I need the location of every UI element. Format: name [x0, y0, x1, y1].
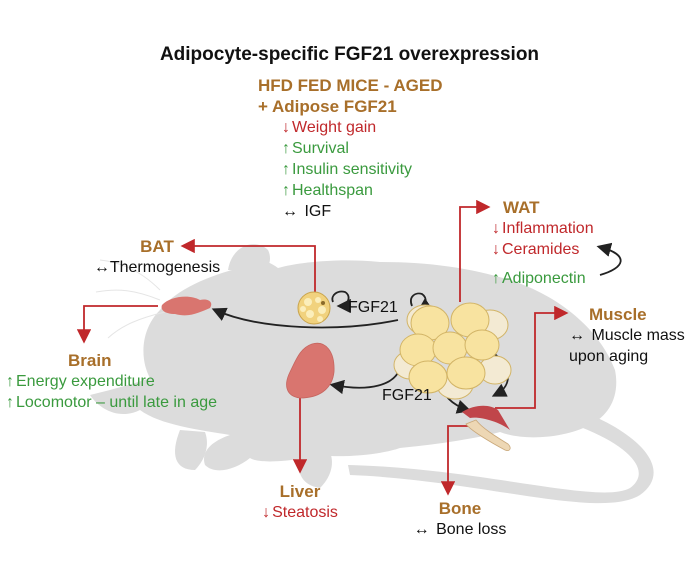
muscle-effect-aging: upon aging	[569, 348, 649, 365]
bidirectional-arrow-icon: ↔	[93, 259, 110, 276]
effect-igf: ↔ IGF	[282, 203, 332, 220]
effect-survival: ↑Survival	[282, 140, 349, 157]
down-arrow-icon: ↓	[492, 241, 500, 258]
liver-effect-steatosis: ↓Steatosis	[262, 504, 338, 521]
muscle-bone-organ	[462, 405, 511, 451]
liver-organ	[286, 342, 335, 399]
brain-effect-locomotor: ↑Locomotor – until late in age	[6, 394, 218, 411]
bidirectional-arrow-icon: ↔	[413, 521, 430, 538]
brain-label: Brain	[68, 351, 112, 370]
loop-bat	[331, 290, 351, 314]
wat-adipocyte-cluster	[393, 302, 512, 400]
liver-block: Liver ↓Steatosis	[255, 481, 345, 523]
muscle-label: Muscle	[589, 305, 647, 324]
muscle-block: Muscle ↔ Muscle mass upon aging	[569, 304, 685, 367]
arrow-to-brain	[211, 307, 399, 329]
connector-muscle	[495, 305, 569, 409]
whiskers	[95, 259, 166, 339]
bat-effect-thermogenesis: ↔Thermogenesis	[93, 259, 221, 276]
wat-block: WAT ↓Inflammation ↓Ceramides ↑Adiponecti…	[492, 197, 594, 289]
wat-label: WAT	[503, 198, 540, 217]
condition-block: HFD FED MICE - AGED + Adipose FGF21 ↓Wei…	[258, 75, 442, 222]
up-arrow-icon: ↑	[282, 161, 290, 178]
wat-effect-inflammation: ↓Inflammation	[492, 220, 594, 237]
bone-block: Bone ↔ Bone loss	[410, 498, 510, 540]
bone-effect-loss: ↔ Bone loss	[413, 521, 507, 538]
up-arrow-icon: ↑	[492, 270, 500, 287]
up-arrow-icon: ↑	[282, 140, 290, 157]
liver-label: Liver	[279, 482, 321, 501]
effect-healthspan: ↑Healthspan	[282, 182, 373, 199]
bat-label: BAT	[140, 237, 174, 256]
fgf21-label-liver: FGF21	[382, 387, 432, 404]
down-arrow-icon: ↓	[492, 220, 500, 237]
connector-brain	[76, 305, 158, 344]
wat-effect-ceramides: ↓Ceramides	[492, 241, 580, 258]
bone-label: Bone	[438, 499, 482, 518]
wat-effect-adiponectin: ↑Adiponectin	[492, 270, 586, 287]
bat-block: BAT ↔Thermogenesis	[82, 236, 232, 278]
brain-block: Brain ↑Energy expenditure ↑Locomotor – u…	[6, 350, 217, 413]
up-arrow-icon: ↑	[6, 373, 14, 390]
effect-weight-gain: ↓Weight gain	[282, 119, 377, 136]
up-arrow-icon: ↑	[6, 394, 14, 411]
condition-line-1: HFD FED MICE - AGED	[258, 76, 443, 95]
bat-depot	[297, 291, 331, 325]
connector-wat	[459, 199, 491, 302]
effect-insulin-sensitivity: ↑Insulin sensitivity	[282, 161, 413, 178]
condition-line-2: + Adipose FGF21	[258, 97, 397, 116]
bidirectional-arrow-icon: ↔	[569, 327, 585, 344]
muscle-effect-mass: ↔ Muscle mass	[569, 327, 685, 344]
brain-organ	[161, 296, 212, 316]
diagram-title: Adipocyte-specific FGF21 overexpression	[159, 44, 540, 65]
brain-effect-energy-expenditure: ↑Energy expenditure	[6, 373, 155, 390]
down-arrow-icon: ↓	[282, 119, 290, 136]
down-arrow-icon: ↓	[262, 504, 271, 521]
arrow-adiponectin-to-ceramides	[596, 242, 622, 276]
fgf21-label-bat: FGF21	[348, 299, 398, 316]
up-arrow-icon: ↑	[282, 182, 290, 199]
connector-bat	[180, 238, 316, 292]
bidirectional-arrow-icon: ↔	[282, 203, 298, 220]
connector-lines	[76, 199, 569, 496]
